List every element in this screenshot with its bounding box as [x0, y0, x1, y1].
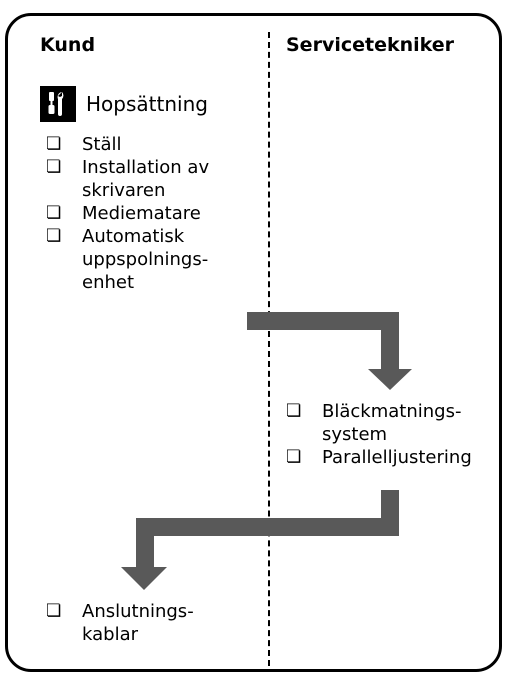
tools-icon — [40, 86, 76, 122]
customer-column-title: Kund — [40, 34, 96, 56]
checkbox-icon: ❏ — [46, 601, 62, 621]
list-item-label: Parallelljustering — [322, 447, 472, 468]
list-item-label: Bläckmatnings-system — [322, 401, 462, 445]
list-item: ❏ Ställ — [46, 133, 246, 156]
list-item: ❏ Automatisk uppspolnings-enhet — [46, 225, 246, 294]
list-item-label: Ställ — [82, 134, 122, 155]
checkbox-icon: ❏ — [286, 447, 302, 467]
list-item-label: Automatisk uppspolnings-enhet — [82, 226, 209, 293]
column-divider — [268, 32, 270, 666]
technician-column-title: Servicetekniker — [286, 34, 455, 56]
flow-frame — [5, 13, 502, 672]
arrow-to-technician — [247, 312, 412, 390]
customer-checklist-2: ❏ Anslutnings-kablar — [46, 600, 246, 646]
list-item: ❏ Installation av skrivaren — [46, 156, 246, 202]
list-item: ❏ Mediematare — [46, 202, 246, 225]
checkbox-icon: ❏ — [46, 203, 62, 223]
list-item-label: Installation av skrivaren — [82, 157, 210, 201]
list-item-label: Mediematare — [82, 203, 201, 224]
customer-checklist-1: ❏ Ställ ❏ Installation av skrivaren ❏ Medie… — [46, 133, 246, 294]
checkbox-icon: ❏ — [46, 134, 62, 154]
setup-section-label: Hopsättning — [86, 92, 208, 116]
list-item: ❏ Parallelljustering — [286, 446, 496, 469]
checkbox-icon: ❏ — [286, 401, 302, 421]
checkbox-icon: ❏ — [46, 157, 62, 177]
setup-section-heading: Hopsättning — [40, 86, 208, 122]
arrow-to-customer — [121, 490, 399, 590]
list-item: ❏ Anslutnings-kablar — [46, 600, 246, 646]
checkbox-icon: ❏ — [46, 226, 62, 246]
list-item: ❏ Bläckmatnings-system — [286, 400, 496, 446]
technician-checklist: ❏ Bläckmatnings-system ❏ Parallelljusterin… — [286, 400, 496, 469]
list-item-label: Anslutnings-kablar — [82, 601, 194, 645]
